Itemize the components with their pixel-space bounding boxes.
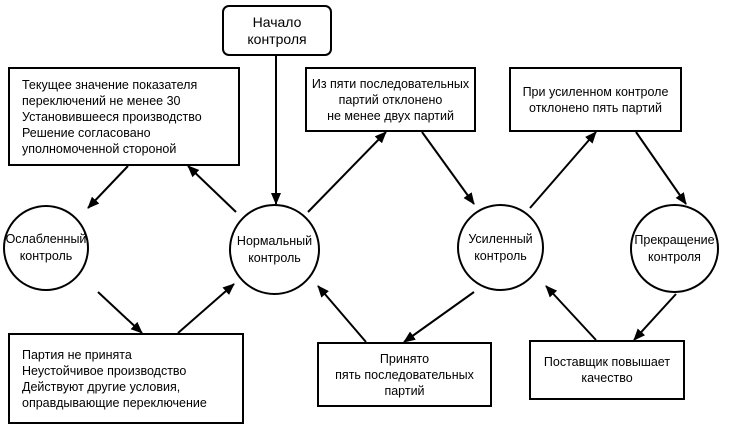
condition-line: отклонено пять партий [529,100,662,115]
condition-line: Решение согласовано [22,125,151,140]
condition-line: Партия не принята [22,347,132,362]
condition-normal-to-reduced: Текущее значение показателя переключений… [8,67,240,166]
state-label: контроля [648,249,701,264]
arrow-stopped-to-cond-tightened [633,293,677,341]
arrow-tightened-to-cond-stopped [529,131,597,209]
arrow-cond-normal-return [317,285,367,343]
condition-line: Неустойчивое производство [22,363,187,378]
condition-tightened-to-stopped: При усиленном контроле отклонено пять па… [509,67,682,132]
condition-normal-to-tightened: Из пяти последовательных партий отклонен… [305,67,476,132]
arrow-cond-tightened-to-tightened [421,131,475,205]
state-label: Нормальный [236,233,313,248]
condition-stopped-to-tightened: Поставщик повышает качество [529,340,685,400]
condition-line: партий [384,383,425,398]
condition-line: При усиленном контроле [522,84,669,99]
arrow-cond-tightened-return [545,285,597,341]
state-label: контроль [474,248,527,263]
condition-line: Текущее значение показателя [22,77,198,92]
state-reduced: Ослабленный контроль [3,205,89,291]
arrow-normal-to-cond-reduced [187,165,237,213]
state-label: Прекращение [634,232,715,247]
state-normal: Нормальный контроль [229,204,320,295]
arrow-tightened-to-cond-normal [403,291,475,343]
start-box: Начало контроля [222,5,332,56]
condition-line: уполномоченной стороной [22,141,177,156]
condition-line: Поставщик повышает [543,355,671,369]
arrow-normal-to-cond-tightened [307,131,387,213]
condition-line: оправдывающие переключение [22,395,207,410]
arrow-cond-normal-to-normal [177,283,235,334]
condition-line: пять последовательных [335,367,474,382]
condition-line: не менее двух партий [327,108,454,123]
arrow-cond-stopped-to-stopped [635,131,687,205]
condition-tightened-to-normal: Принято пять последовательных партий [317,342,492,407]
state-label: Ослабленный [5,232,87,246]
condition-line: партий отклонено [338,92,443,107]
condition-line: Установившееся производство [22,109,202,124]
condition-line: переключений не менее 30 [22,93,181,108]
state-label: Усиленный [468,231,533,246]
state-label: контроль [19,249,73,263]
condition-line: Из пяти последовательных [311,76,470,91]
condition-reduced-to-normal: Партия не принята Неустойчивое производс… [8,333,244,424]
arrow-reduced-to-cond-normal [97,291,143,334]
state-stopped: Прекращение контроля [630,204,719,293]
start-line-2: контроля [247,30,307,47]
start-line-1: Начало [252,13,302,30]
condition-line: Действуют другие условия, [22,379,181,394]
condition-line: качество [581,371,633,385]
condition-line: Принято [379,351,430,366]
state-label: контроль [248,250,301,265]
arrow-cond-reduced-to-reduced [87,165,129,209]
state-tightened: Усиленный контроль [457,204,544,291]
